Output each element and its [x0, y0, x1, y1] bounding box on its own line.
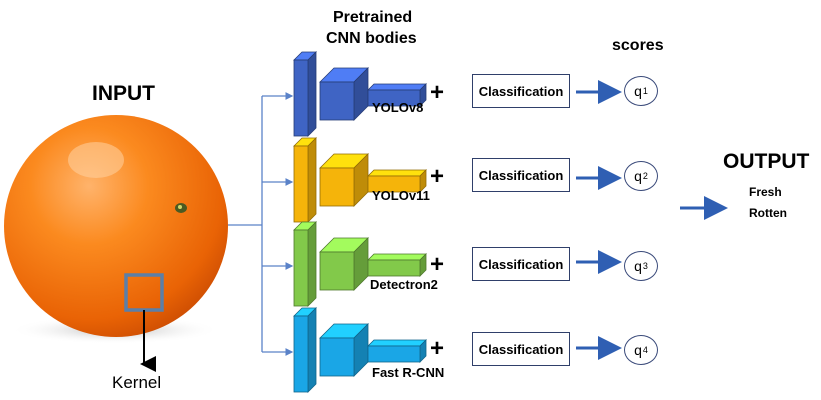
plus-sign: +	[430, 251, 445, 278]
orange-highlight	[68, 142, 124, 178]
score-symbol: q	[634, 168, 642, 184]
cnn-layer-large	[293, 307, 317, 393]
output-value-fresh: Fresh	[749, 185, 782, 199]
score-index: 4	[642, 345, 648, 355]
score-symbol: q	[634, 342, 642, 358]
model-name-yolov8: YOLOv8	[372, 100, 424, 115]
cnn-layer-medium	[319, 237, 369, 291]
classification-box: Classification	[472, 158, 570, 192]
classification-box: Classification	[472, 332, 570, 366]
orange-stem-icon	[175, 203, 187, 213]
plus-sign: +	[430, 335, 445, 362]
orange-fruit	[4, 115, 228, 337]
cnn-layer-small	[367, 339, 427, 363]
model-name-detectron2: Detectron2	[370, 277, 438, 292]
cnn-layer-small	[367, 169, 427, 193]
cnn-header-line2: CNN bodies	[326, 30, 417, 47]
cnn-layer-small	[367, 253, 427, 277]
cnn-layer-large	[293, 51, 317, 137]
output-title: OUTPUT	[723, 150, 810, 173]
score-index: 2	[642, 171, 648, 181]
cnn-layer-small	[367, 83, 427, 107]
cnn-layer-large	[293, 137, 317, 223]
model-name-yolov11: YOLOv11	[372, 188, 430, 203]
classification-box: Classification	[472, 74, 570, 108]
model-name-fast-rcnn: Fast R-CNN	[372, 365, 445, 380]
classification-box: Classification	[472, 247, 570, 281]
cnn-layer-medium	[319, 323, 369, 377]
score-symbol: q	[634, 258, 642, 274]
score-index: 1	[642, 86, 648, 96]
cnn-layer-large	[293, 221, 317, 307]
branch-connector	[228, 96, 263, 352]
cnn-layer-medium	[319, 153, 369, 207]
score-symbol: q	[634, 83, 642, 99]
cnn-header-line1: Pretrained	[333, 9, 413, 26]
kernel-label: Kernel	[112, 373, 162, 392]
plus-sign: +	[430, 79, 445, 106]
input-title: INPUT	[92, 82, 155, 105]
cnn-layer-medium	[319, 67, 369, 121]
output-value-rotten: Rotten	[749, 206, 787, 220]
plus-sign: +	[430, 163, 445, 190]
score-index: 3	[642, 261, 648, 271]
scores-header: scores	[612, 37, 664, 54]
